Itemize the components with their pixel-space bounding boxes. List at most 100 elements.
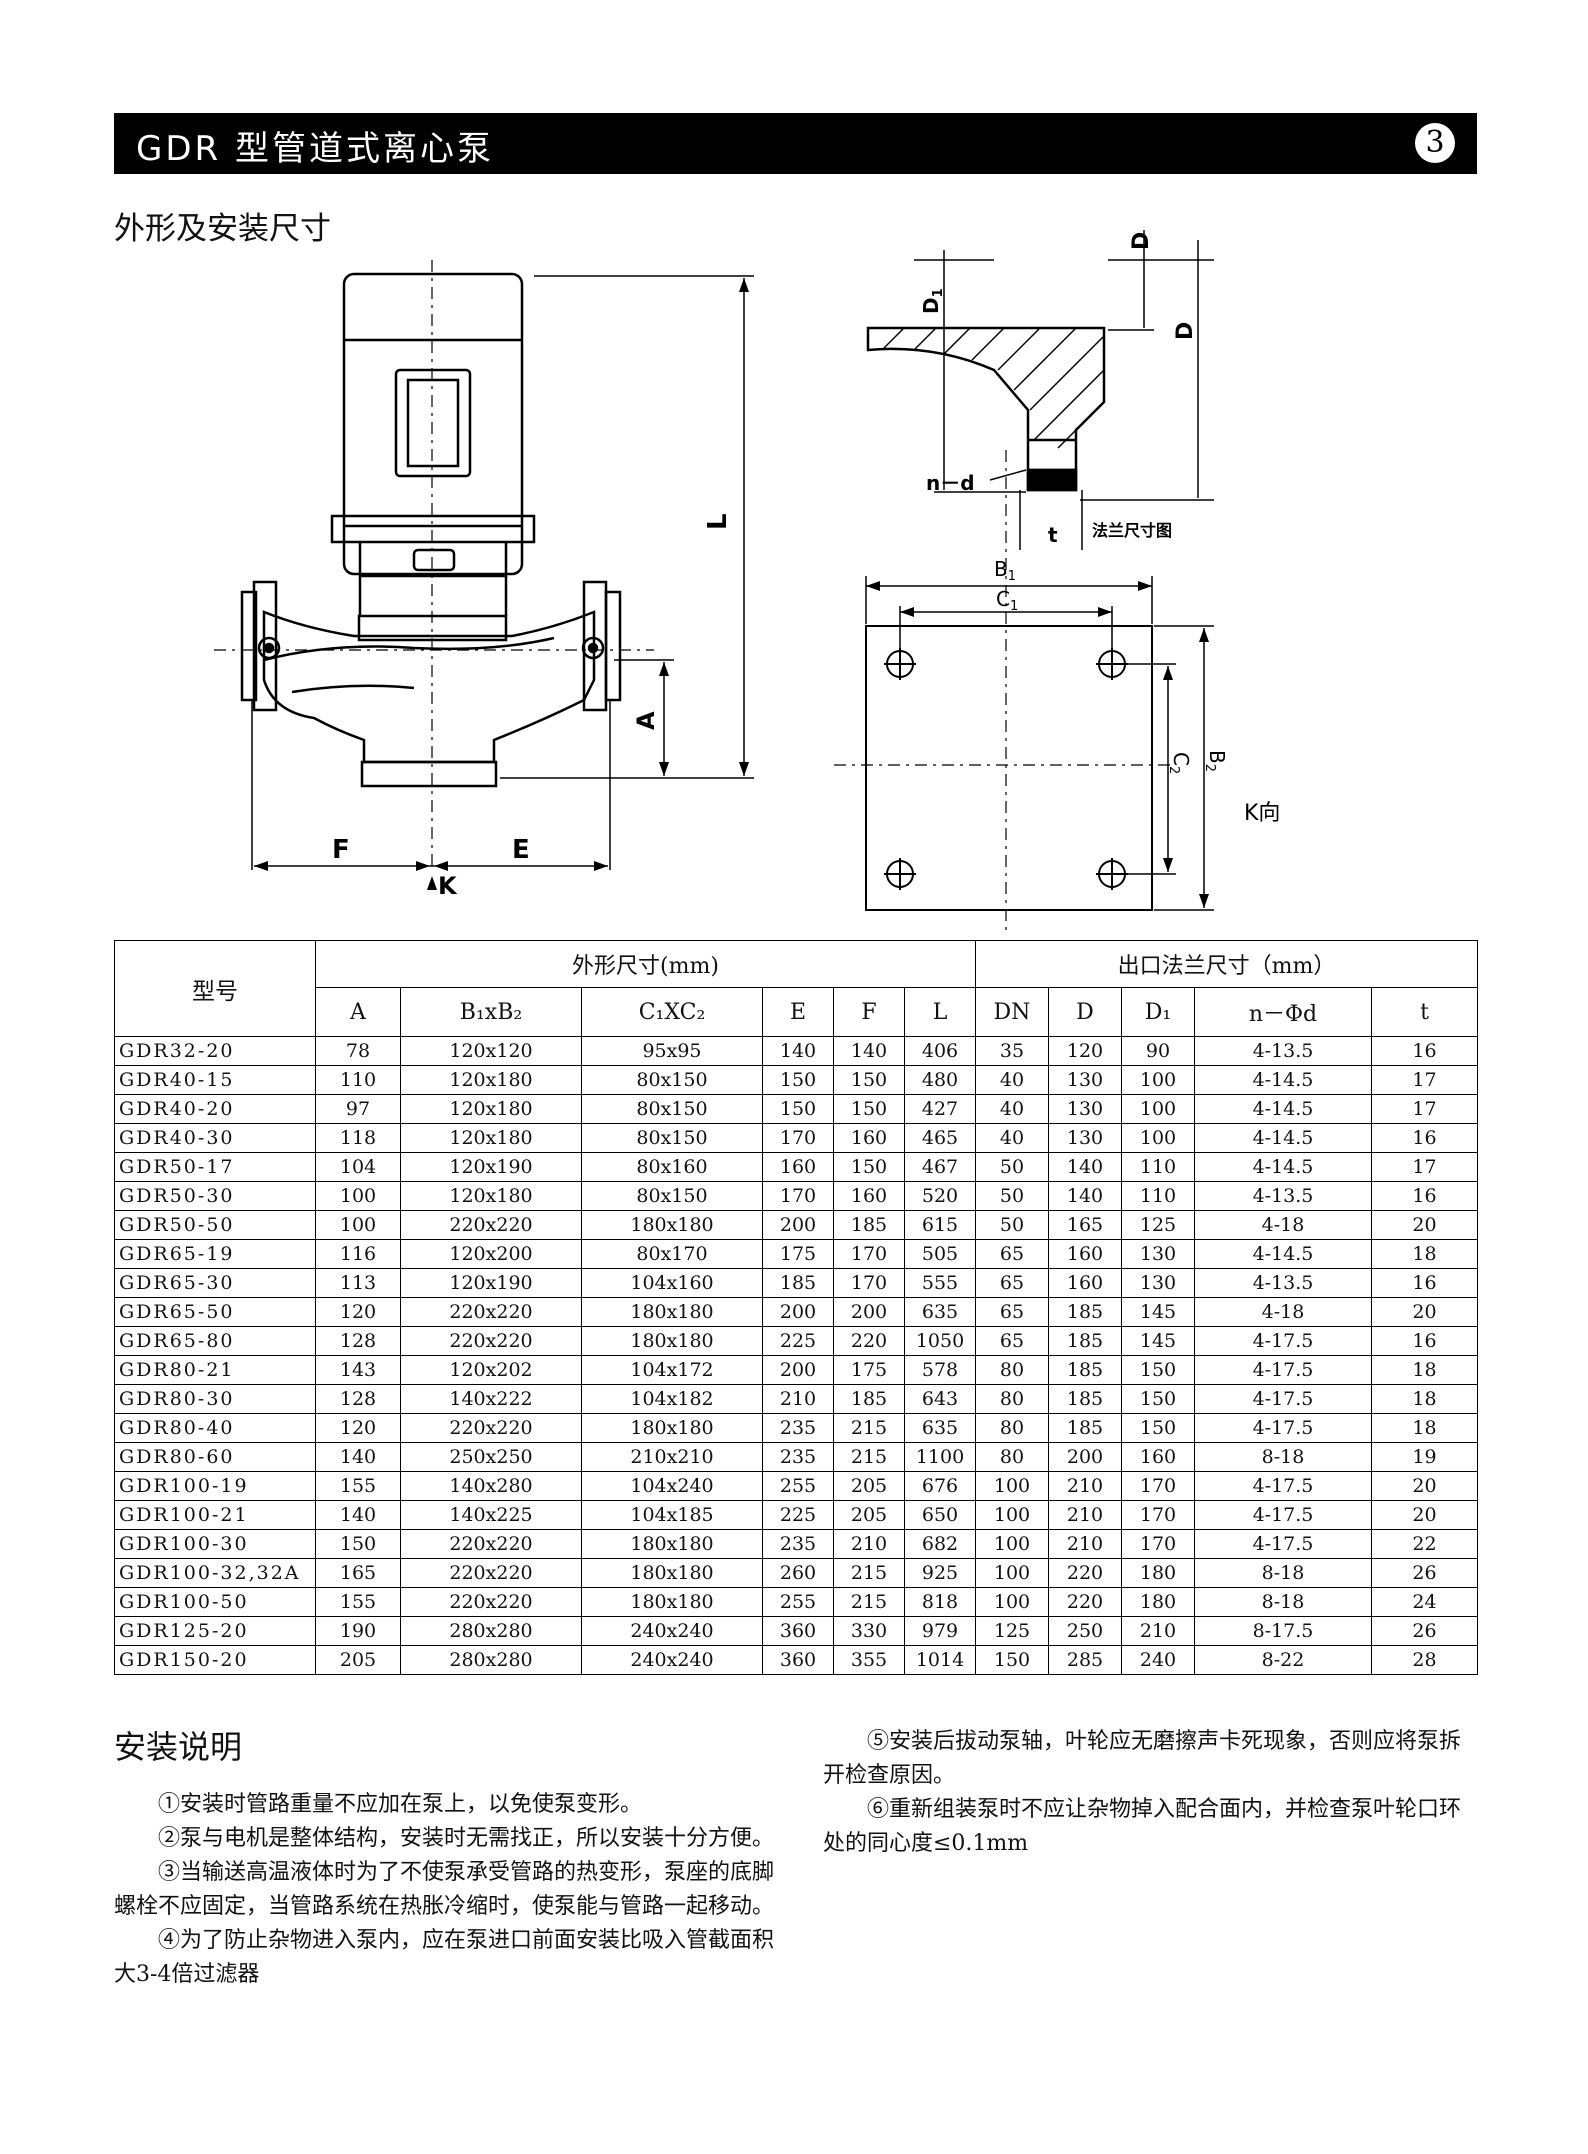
k-view-label-C1: C1 (996, 587, 1018, 614)
table-cell: 210 (1048, 1471, 1122, 1501)
table-cell: 16 (1371, 1181, 1478, 1211)
installation-drawing: L A F E K DN D D1 n－d t 法兰尺寸图 (214, 230, 1280, 930)
table-cell: 4-13.5 (1194, 1181, 1372, 1211)
dim-label-A: A (632, 711, 660, 730)
table-cell: 4-14.5 (1194, 1239, 1372, 1269)
page-title: GDR 型管道式离心泵 (136, 129, 494, 169)
table-cell: 170 (1121, 1500, 1195, 1530)
table-cell: 128 (315, 1384, 401, 1414)
table-cell: 240x240 (581, 1645, 763, 1675)
model-header: 型号 (114, 940, 316, 1037)
table-cell: 118 (315, 1123, 401, 1153)
k-view-base-plate (865, 625, 1153, 911)
table-cell: 130 (1048, 1065, 1122, 1095)
model-cell: GDR65-30 (114, 1268, 316, 1298)
table-cell: 210 (762, 1384, 834, 1414)
table-cell: 20 (1371, 1297, 1478, 1327)
k-view-dimension-lines (865, 576, 1214, 911)
table-cell: 175 (762, 1239, 834, 1269)
table-cell: 90 (1121, 1036, 1195, 1066)
col-header-D1: D₁ (1121, 987, 1195, 1037)
table-cell: 100 (975, 1529, 1049, 1559)
flange-detail-drawing (866, 326, 1106, 492)
model-cell: GDR50-50 (114, 1210, 316, 1240)
table-cell: 160 (762, 1152, 834, 1182)
table-cell: 643 (904, 1384, 976, 1414)
dim-label-L: L (703, 513, 733, 530)
table-cell: 215 (833, 1442, 905, 1472)
table-cell: 100 (1121, 1065, 1195, 1095)
table-cell: 180 (1121, 1587, 1195, 1617)
table-cell: 255 (762, 1471, 834, 1501)
table-cell: 140 (315, 1500, 401, 1530)
table-cell: 8-18 (1194, 1587, 1372, 1617)
table-cell: 480 (904, 1065, 976, 1095)
table-cell: 615 (904, 1210, 976, 1240)
note-2: ②泵与电机是整体结构，安装时无需找正，所以安装十分方便。 (158, 1826, 775, 1851)
table-cell: 140 (1048, 1181, 1122, 1211)
table-cell: 35 (975, 1036, 1049, 1066)
table-cell: 40 (975, 1094, 1049, 1124)
table-cell: 140x222 (400, 1384, 582, 1414)
note-1: ①安装时管路重量不应加在泵上，以免使泵变形。 (158, 1792, 643, 1817)
table-cell: 78 (315, 1036, 401, 1066)
table-cell: 220x220 (400, 1558, 582, 1588)
table-cell: 65 (975, 1268, 1049, 1298)
table-cell: 4-14.5 (1194, 1123, 1372, 1153)
table-cell: 235 (762, 1529, 834, 1559)
table-cell: 330 (833, 1616, 905, 1646)
table-cell: 16 (1371, 1036, 1478, 1066)
notes-right-column: ⑤安装后拔动泵轴，叶轮应无磨擦声卡死现象，否则应将泵拆开检查原因。 ⑥重新组装泵… (823, 1725, 1481, 1861)
table-cell: 140 (833, 1036, 905, 1066)
table-cell: 682 (904, 1529, 976, 1559)
table-cell: 4-17.5 (1194, 1355, 1372, 1385)
dim-label-E: E (512, 835, 530, 865)
model-cell: GDR40-15 (114, 1065, 316, 1095)
table-cell: 4-17.5 (1194, 1384, 1372, 1414)
table-cell: 104x160 (581, 1268, 763, 1298)
flange-label-DN: DN (1129, 230, 1154, 250)
col-header-B1xB2: B₁xB₂ (400, 987, 582, 1037)
table-cell: 100 (1121, 1094, 1195, 1124)
col-header-C1XC2: C₁XC₂ (581, 987, 763, 1037)
table-cell: 130 (1048, 1123, 1122, 1153)
table-cell: 210 (1048, 1529, 1122, 1559)
table-cell: 145 (1121, 1326, 1195, 1356)
table-cell: 160 (1048, 1239, 1122, 1269)
table-cell: 18 (1371, 1355, 1478, 1385)
table-cell: 97 (315, 1094, 401, 1124)
table-cell: 4-13.5 (1194, 1268, 1372, 1298)
table-cell: 170 (762, 1181, 834, 1211)
table-cell: 24 (1371, 1587, 1478, 1617)
table-cell: 200 (1048, 1442, 1122, 1472)
table-cell: 40 (975, 1065, 1049, 1095)
table-cell: 360 (762, 1616, 834, 1646)
table-cell: 220 (1048, 1558, 1122, 1588)
col-header-F: F (833, 987, 905, 1037)
table-cell: 26 (1371, 1558, 1478, 1588)
pump-outline-drawing (240, 272, 622, 788)
table-cell: 185 (1048, 1355, 1122, 1385)
table-cell: 104 (315, 1152, 401, 1182)
model-cell: GDR80-30 (114, 1384, 316, 1414)
notes-title: 安装说明 (114, 1728, 243, 1766)
table-cell: 150 (833, 1152, 905, 1182)
table-cell: 220 (833, 1326, 905, 1356)
table-cell: 50 (975, 1152, 1049, 1182)
model-cell: GDR100-21 (114, 1500, 316, 1530)
table-cell: 225 (762, 1326, 834, 1356)
table-cell: 116 (315, 1239, 401, 1269)
table-cell: 140 (1048, 1152, 1122, 1182)
table-cell: 185 (1048, 1413, 1122, 1443)
table-cell: 979 (904, 1616, 976, 1646)
table-cell: 120x202 (400, 1355, 582, 1385)
table-cell: 120x180 (400, 1181, 582, 1211)
table-cell: 255 (762, 1587, 834, 1617)
table-cell: 925 (904, 1558, 976, 1588)
model-cell: GDR80-40 (114, 1413, 316, 1443)
